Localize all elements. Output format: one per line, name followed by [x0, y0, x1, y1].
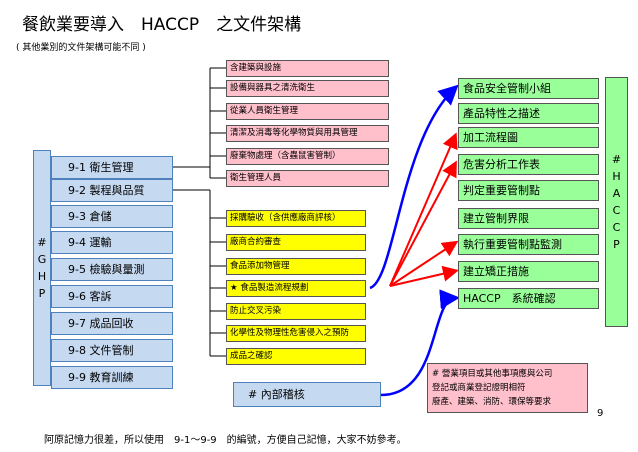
page-number: 9: [597, 408, 604, 419]
ghp-item-9-1: 9-1 衛生管理: [51, 156, 173, 179]
haccp-item: 建立矯正措施: [458, 261, 599, 282]
haccp-item: HACCP 系統確認: [458, 288, 599, 309]
pink-doc-box: 廢棄物處理（含蟲鼠害管制）: [226, 148, 389, 165]
haccp-item: 判定重要管制點: [458, 180, 599, 201]
ghp-label-box: # G H P: [33, 150, 51, 386]
ghp-item-9-6: 9-6 客訴: [51, 285, 173, 308]
haccp-label-box: # H A C C P: [605, 77, 628, 327]
ghp-item-9-4: 9-4 運輸: [51, 231, 173, 254]
page-subtitle: ( 其他業別的文件架構可能不同 ): [16, 43, 146, 53]
yellow-doc-box: 食品添加物管理: [226, 258, 366, 275]
yellow-doc-box: 成品之確認: [226, 348, 366, 365]
ghp-item-9-5: 9-5 檢驗與量測: [51, 258, 173, 281]
ghp-item-9-3: 9-3 倉儲: [51, 205, 173, 228]
haccp-label-char: C: [612, 204, 621, 217]
pink-doc-box: 從業人員衛生管理: [226, 103, 389, 120]
haccp-item: 食品安全管制小組: [458, 78, 599, 99]
footer-note: 阿原記憶力很差，所以使用 9-1～9-9 的編號，方便自己記憶，大家不妨參考。: [44, 435, 407, 446]
internal-audit-box: # 內部稽核: [233, 382, 381, 407]
ghp-item-9-2: 9-2 製程與品質: [51, 179, 173, 202]
yellow-doc-box-process-planning: ★ 食品製造流程規劃: [226, 280, 366, 297]
pink-doc-box: 清潔及消毒等化學物質與用具管理: [226, 125, 389, 142]
ghp-label-char: H: [37, 270, 47, 283]
haccp-label-char: A: [612, 187, 621, 200]
ghp-item-9-7: 9-7 成品回收: [51, 312, 173, 335]
ghp-item-9-8: 9-8 文件管制: [51, 339, 173, 362]
yellow-doc-box: 廠商合約審查: [226, 234, 366, 251]
ghp-label-char: P: [38, 287, 46, 300]
business-registration-note: # 營業項目或其他事項應與公司 登記或商業登記證明相符 廢產、建築、消防、環保等…: [427, 363, 588, 413]
pink-doc-box: 設備與器具之清洗衛生: [226, 80, 389, 97]
haccp-item: 執行重要管制點監測: [458, 234, 599, 255]
haccp-label-char: C: [612, 221, 621, 234]
ghp-item-9-9: 9-9 教育訓練: [51, 366, 173, 389]
pink-doc-box: 衛生管理人員: [226, 170, 389, 187]
haccp-label-char: H: [612, 170, 621, 183]
ghp-label-char: #: [37, 236, 47, 249]
haccp-item: 產品特性之描述: [458, 103, 599, 124]
note-line: 登記或商業登記證明相符: [432, 383, 526, 393]
ghp-label-char: G: [37, 253, 47, 266]
note-line: # 營業項目或其他事項應與公司: [432, 369, 553, 379]
yellow-doc-box: 防止交叉污染: [226, 303, 366, 320]
yellow-doc-box: 化學性及物理性危害侵入之預防: [226, 325, 366, 342]
note-line: 廢產、建築、消防、環保等要求: [432, 397, 552, 407]
page-title: 餐飲業要導入 HACCP 之文件架構: [22, 15, 302, 35]
haccp-item: 危害分析工作表: [458, 154, 599, 175]
pink-doc-box: 含建築與設施: [226, 60, 389, 77]
haccp-item: 加工流程圖: [458, 127, 599, 148]
yellow-doc-box: 採購驗收（含供應廠商評核）: [226, 210, 366, 227]
haccp-item: 建立管制界限: [458, 208, 599, 229]
haccp-label-char: P: [613, 238, 620, 251]
haccp-label-char: #: [611, 153, 622, 166]
